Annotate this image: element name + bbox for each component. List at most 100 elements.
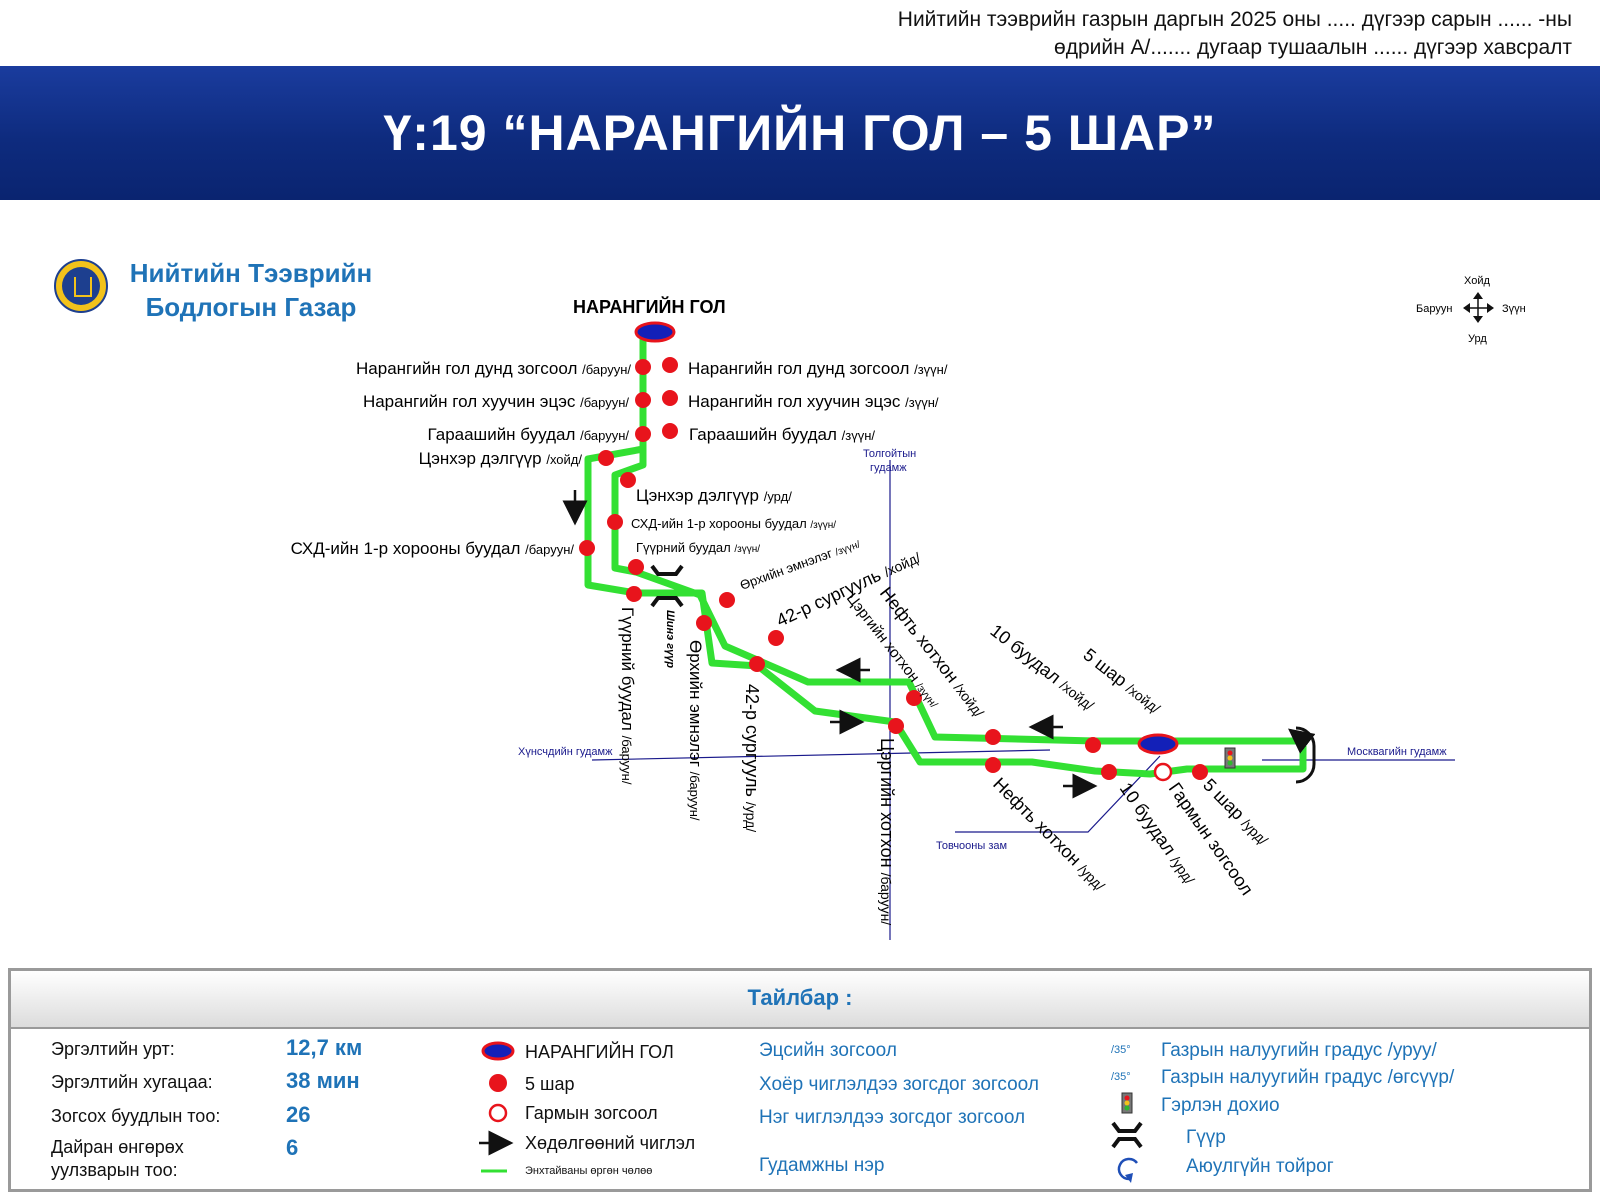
svg-text:Цэнхэр дэлгүүр /урд/: Цэнхэр дэлгүүр /урд/: [636, 486, 792, 505]
stat-stations-label-2: уулзварын тоо:: [51, 1160, 178, 1180]
stop-e5[interactable]: [607, 514, 623, 530]
stop-e1[interactable]: [662, 357, 678, 373]
label-s4: Цэнхэр дэлгүүр: [419, 449, 542, 468]
stop-w7-request[interactable]: [1153, 762, 1173, 782]
legend-one-dir-stop: Нэг чиглэлдээ зогсдог зогсоол: [759, 1107, 1026, 1128]
title-banner: Ү:19 “НАРАНГИЙН ГОЛ – 5 ШАР”: [0, 66, 1600, 200]
legend-right-icons: [1111, 1092, 1143, 1183]
label-w3: 42-р сургууль: [742, 684, 762, 797]
legend-roundabout: Аюулгүйн тойрог: [1186, 1156, 1334, 1177]
stop-w6[interactable]: [1101, 764, 1117, 780]
stop-e7[interactable]: [719, 592, 735, 608]
stop-w8[interactable]: [1192, 764, 1208, 780]
legend-traffic-light: Гэрлэн дохио: [1161, 1095, 1280, 1116]
stop-e6[interactable]: [628, 559, 644, 575]
stat-stops-value: 26: [286, 1102, 311, 1127]
direction-arrows: [562, 490, 1316, 799]
street-label-moskva: Москвагийн гудамж: [1347, 746, 1447, 758]
compass-east: Зүүн: [1502, 303, 1526, 315]
svg-text:СХД-ийн 1-р хорооны буудал /зү: СХД-ийн 1-р хорооны буудал /зүүн/: [631, 516, 836, 531]
stat-length-value: 12,7 км: [286, 1035, 363, 1060]
street-label-tolgoit-1: Толгойтын: [863, 448, 916, 460]
svg-text:Нарангийн гол хуучин эцэс /бар: Нарангийн гол хуучин эцэс /баруун/: [363, 392, 629, 411]
label-e6-dir: /зүүн/: [734, 544, 760, 555]
stop-e4[interactable]: [620, 472, 636, 488]
stop-s4[interactable]: [598, 450, 614, 466]
stat-duration-value: 38 мин: [286, 1068, 360, 1093]
stop-w5[interactable]: [985, 757, 1001, 773]
label-w1: Гүүрний буудал: [618, 607, 637, 731]
label-w4: Цэргийн хотхон: [877, 738, 897, 868]
label-w3-dir: /урд/: [743, 802, 759, 832]
legend-two-dir-stop: Хоёр чиглэлдээ зогсдог зогсоол: [759, 1074, 1039, 1095]
svg-text:42-р сургууль /урд/: 42-р сургууль /урд/: [742, 684, 762, 832]
bridge-label: Шинэ гүүр: [664, 610, 676, 668]
stop-e10[interactable]: [906, 690, 922, 706]
legend-traffic-light-icon: [1121, 1092, 1133, 1114]
label-e10-dir: /хойд/: [951, 680, 987, 720]
legend-end-stop: Эцсийн зогсоол: [759, 1040, 897, 1061]
legend-symbols: [479, 1041, 515, 1173]
street-tovchoo: [955, 755, 1161, 833]
legend-slope-down: Газрын налуугийн градус /уруу/: [1161, 1040, 1437, 1061]
stop-e3[interactable]: [662, 423, 678, 439]
stop-e2[interactable]: [662, 390, 678, 406]
legend-stop-text: 5 шар: [525, 1074, 575, 1094]
street-khunschdiin: [591, 749, 1051, 761]
label-e11: 10 буудал: [987, 620, 1065, 687]
street-label-tolgoit-2: гудамж: [870, 462, 907, 474]
legend-bridge: Гүүр: [1186, 1127, 1226, 1148]
legend-street-name: Гудамжны нэр: [759, 1155, 885, 1176]
stop-s3[interactable]: [635, 426, 651, 442]
svg-text:Гараашийн буудал /баруун/: Гараашийн буудал /баруун/: [427, 425, 629, 444]
label-s3: Гараашийн буудал: [427, 425, 575, 444]
stat-length-label: Эргэлтийн урт:: [51, 1039, 175, 1059]
stop-s5[interactable]: [579, 540, 595, 556]
stat-stations-value: 6: [286, 1135, 299, 1160]
stop-e11[interactable]: [1085, 737, 1101, 753]
label-e4-dir: /урд/: [764, 489, 792, 504]
label-e12-dir: /хойд/: [1123, 680, 1163, 716]
terminal-5-shar[interactable]: [1137, 733, 1179, 755]
svg-text:Нарангийн гол хуучин эцэс /зүү: Нарангийн гол хуучин эцэс /зүүн/: [688, 392, 939, 411]
compass-west: Баруун: [1416, 303, 1452, 315]
stop-w3[interactable]: [749, 656, 765, 672]
terminal-narangiin-gol[interactable]: [634, 321, 676, 343]
stop-e8[interactable]: [768, 630, 784, 646]
label-w8-dir: /урд/: [1238, 815, 1271, 848]
stop-w2[interactable]: [696, 615, 712, 631]
stop-w1[interactable]: [626, 586, 642, 602]
svg-text:Гүүрний буудал /зүүн/: Гүүрний буудал /зүүн/: [636, 540, 760, 555]
stop-e11a[interactable]: [985, 729, 1001, 745]
legend-slope-up: Газрын налуугийн градус /өгсүүр/: [1161, 1067, 1455, 1088]
terminal-label: НАРАНГИЙН ГОЛ: [573, 296, 726, 317]
stop-w4[interactable]: [888, 718, 904, 734]
label-e6: Гүүрний буудал: [636, 540, 731, 555]
legend-request-stop-icon: [488, 1103, 508, 1123]
header-note-line1: Нийтийн тээврийн газрын даргын 2025 оны …: [897, 8, 1572, 31]
header-note-line2: өдрийн А/....... дугаар тушаалын ...... …: [1054, 36, 1572, 59]
page-title: Ү:19 “НАРАНГИЙН ГОЛ – 5 ШАР”: [383, 105, 1217, 161]
label-s1: Нарангийн гол дунд зогсоол: [356, 359, 577, 378]
label-s4-dir: /хойд/: [546, 452, 582, 467]
street-labels: Толгойтын гудамж Хүнсчдийн гудамж Москва…: [518, 448, 1447, 852]
svg-text:Гараашийн буудал /зүүн/: Гараашийн буудал /зүүн/: [689, 425, 875, 444]
svg-text:СХД-ийн 1-р хорооны буудал /ба: СХД-ийн 1-р хорооны буудал /баруун/: [291, 539, 575, 558]
stop-s2[interactable]: [635, 392, 651, 408]
legend-panel: Тайлбар : Эргэлтийн урт: 12,7 км Эргэлти…: [8, 968, 1592, 1192]
org-logo: [54, 259, 108, 313]
label-e12: 5 шар: [1080, 644, 1131, 690]
label-w4-dir: /баруун/: [878, 873, 894, 926]
label-e3-dir: /зүүн/: [842, 428, 876, 443]
label-s3-dir: /баруун/: [580, 428, 629, 443]
stop-labels-east: Нарангийн гол дунд зогсоол /зүүн/ Наранг…: [631, 359, 1163, 720]
legend-direction-text: Хөдөлгөөний чиглэл: [525, 1133, 696, 1153]
legend-slope-down-symbol: /35°: [1111, 1044, 1131, 1056]
legend-title: Тайлбар :: [747, 985, 853, 1010]
svg-text:Цэргийн хотхон /баруун/: Цэргийн хотхон /баруун/: [877, 738, 897, 925]
stop-s1[interactable]: [635, 359, 651, 375]
legend-road-text: Энхтайваны өргөн чөлөө: [525, 1165, 653, 1177]
stat-stations-label-1: Дайран өнгөрөх: [51, 1137, 184, 1157]
label-e11-dir: /хойд/: [1057, 677, 1097, 713]
label-e1: Нарангийн гол дунд зогсоол: [688, 359, 909, 378]
